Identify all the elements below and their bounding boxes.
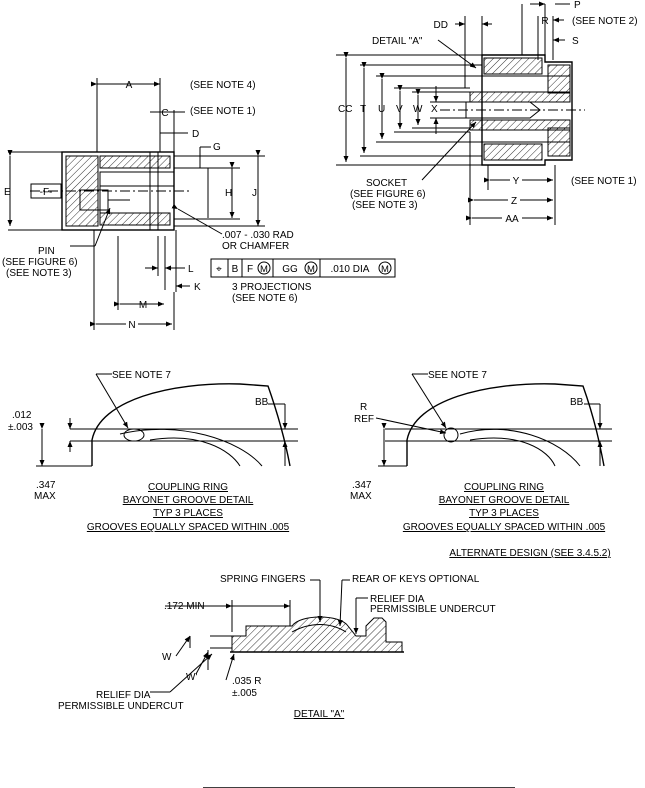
rad-035-label: .035 R — [232, 676, 261, 687]
dim-w-label: W — [413, 104, 423, 115]
dim-003-label: ±.003 — [8, 422, 33, 433]
plug-upper-shell — [99, 155, 171, 169]
see-note-1-label: (SEE NOTE 1) — [190, 106, 256, 117]
bayonet-left: BAYONET GROOVE DETAIL — [123, 495, 254, 506]
see-note-7-right: SEE NOTE 7 — [428, 370, 487, 381]
pin-label: PIN — [38, 246, 55, 257]
relief-dia-bottom: RELIEF DIA — [96, 690, 151, 701]
fcf-b: B — [232, 264, 239, 275]
dim-p-label: P — [574, 0, 581, 11]
dim-t-label: T — [360, 104, 366, 115]
dim-h-label: H — [225, 188, 232, 199]
fcf-m1: M — [260, 264, 268, 275]
dim-z-label: Z — [511, 196, 517, 207]
plug-side-view: A (SEE NOTE 4) C (SEE NOTE 1) D G E -F- … — [2, 78, 396, 331]
grooves-spaced-right: GROOVES EQUALLY SPACED WITHIN .005 — [403, 522, 606, 533]
grooves-spaced-left: GROOVES EQUALLY SPACED WITHIN .005 — [87, 522, 290, 533]
dim-c-label: C — [161, 108, 168, 119]
fcf-m3: M — [381, 264, 389, 275]
w-label: W — [162, 652, 172, 663]
dim-dd-label: DD — [434, 20, 448, 31]
feature-control-frame: ⌖ B F M GG M .010 DIA M — [210, 258, 396, 278]
rear-keys-label: REAR OF KEYS OPTIONAL — [352, 574, 480, 585]
fcf-gg: GG — [282, 264, 298, 275]
max-347-left: .347 — [36, 480, 56, 491]
bb-left-label: BB — [255, 397, 269, 408]
detail-a-callout: DETAIL "A" — [372, 36, 423, 47]
dim-cc-label: CC — [338, 104, 352, 115]
pin-fig-label: (SEE FIGURE 6) — [2, 257, 78, 268]
dim-012-label: .012 — [12, 410, 32, 421]
see-note-1-right-label: (SEE NOTE 1) — [571, 176, 637, 187]
dim-s-label: S — [572, 36, 579, 47]
dim-x-label: X — [431, 104, 438, 115]
detail-a-title: DETAIL "A" — [294, 709, 345, 720]
socket-body-outline — [481, 54, 573, 166]
r-label: R — [360, 402, 367, 413]
dim-v-label: V — [396, 104, 403, 115]
see-note-7-left: SEE NOTE 7 — [112, 370, 171, 381]
dim-r-label: R — [541, 16, 548, 27]
max-right: MAX — [350, 491, 372, 502]
max-left: MAX — [34, 491, 56, 502]
socket-fig-label: (SEE FIGURE 6) — [350, 189, 426, 200]
min-172-label: .172 MIN — [164, 601, 205, 612]
bayonet-right: BAYONET GROOVE DETAIL — [439, 495, 570, 506]
socket-side-view: P R (SEE NOTE 2) S DD DETAIL "A" CC T U … — [336, 0, 638, 225]
coupling-ring-right: COUPLING RING — [464, 482, 544, 493]
pin-note-label: (SEE NOTE 3) — [6, 268, 72, 279]
plug-lower-shell — [99, 212, 171, 226]
see-note-2-label: (SEE NOTE 2) — [572, 16, 638, 27]
dim-y-label: Y — [513, 176, 520, 187]
max-347-right: .347 — [352, 480, 372, 491]
fcf-m2: M — [307, 264, 315, 275]
dim-g-label: G — [213, 142, 221, 153]
fcf-dia: .010 DIA — [331, 264, 370, 275]
fcf-f: F — [247, 264, 253, 275]
permissible-undercut-top: PERMISSIBLE UNDERCUT — [370, 604, 496, 615]
bb-right-label: BB — [570, 397, 584, 408]
chamfer-label: OR CHAMFER — [222, 241, 289, 252]
dim-u-label: U — [378, 104, 385, 115]
dim-aa-label: AA — [505, 214, 519, 225]
typ-3-right: TYP 3 PLACES — [469, 508, 539, 519]
projections-note-label: (SEE NOTE 6) — [232, 293, 298, 304]
dim-a-label: A — [126, 80, 133, 91]
socket-note-label: (SEE NOTE 3) — [352, 200, 418, 211]
dim-n-label: N — [128, 320, 135, 331]
projections-label: 3 PROJECTIONS — [232, 282, 312, 293]
permissible-undercut-bottom: PERMISSIBLE UNDERCUT — [58, 701, 184, 712]
dim-k-label: K — [194, 282, 201, 293]
alternate-design-label: ALTERNATE DESIGN (SEE 3.4.5.2) — [449, 548, 610, 559]
groove-detail-left: SEE NOTE 7 .012 ±.003 BB .347 MAX COUPLI… — [8, 370, 298, 533]
typ-3-left: TYP 3 PLACES — [153, 508, 223, 519]
groove-detail-right: SEE NOTE 7 R REF BB .347 MAX COUPLING RI… — [350, 370, 612, 559]
position-symbol: ⌖ — [216, 264, 222, 275]
dim-d-label: D — [192, 129, 199, 140]
relief-dia-top: RELIEF DIA — [370, 594, 425, 605]
see-note-4-label: (SEE NOTE 4) — [190, 80, 256, 91]
dim-e-label: E — [4, 187, 11, 198]
w-prime-label: W' — [186, 672, 197, 683]
rad-tol-label: ±.005 — [232, 688, 257, 699]
ref-label: REF — [354, 414, 374, 425]
datum-f-label: -F- — [40, 187, 53, 198]
detail-a-view: .172 MIN SPRING FINGERS REAR OF KEYS OPT… — [58, 574, 496, 720]
spring-fingers-label: SPRING FINGERS — [220, 574, 306, 585]
coupling-ring-left: COUPLING RING — [148, 482, 228, 493]
dim-l-label: L — [188, 264, 194, 275]
rad-label: .007 - .030 RAD — [222, 230, 294, 241]
dim-m-label: M — [139, 300, 147, 311]
dim-j-label: J — [252, 188, 257, 199]
socket-label: SOCKET — [366, 178, 407, 189]
